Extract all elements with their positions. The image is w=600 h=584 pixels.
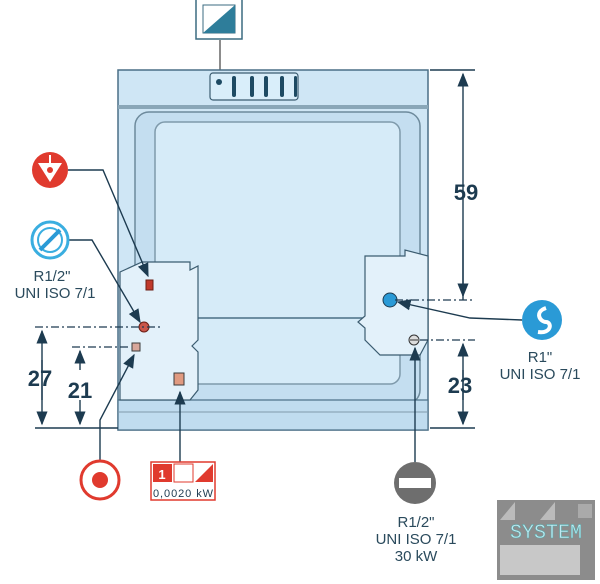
right-connection-panel <box>357 249 429 356</box>
control-panel-icon <box>195 0 243 80</box>
dimension-59: 59 <box>454 180 478 205</box>
right-inlet-thread: R1" <box>528 349 553 366</box>
dimension-27: 27 <box>28 366 52 391</box>
electrical-icon: 1 0,0020 kW <box>150 461 216 501</box>
gas-thread: R1/2" <box>397 514 434 531</box>
svg-text:SYSTEM: SYSTEM <box>510 522 582 545</box>
electrical-power: 0,0020 kW <box>153 488 214 500</box>
water-inlet-icon <box>30 220 70 260</box>
gas-power: 30 kW <box>395 548 438 565</box>
left-inlet-standard: UNI ISO 7/1 <box>15 285 96 302</box>
drain-icon <box>32 152 68 188</box>
water-supply-icon <box>522 300 562 340</box>
left-connection-panel <box>119 261 199 401</box>
gas-standard: UNI ISO 7/1 <box>376 531 457 548</box>
phase-count: 1 <box>158 467 165 482</box>
right-inlet-standard: UNI ISO 7/1 <box>500 366 581 383</box>
equipotential-icon <box>79 459 121 501</box>
left-inlet-thread: R1/2" <box>33 268 70 285</box>
gas-icon <box>394 462 436 504</box>
dimension-21: 21 <box>68 378 92 403</box>
dimension-23: 23 <box>448 373 472 398</box>
system-logo: SYSTEM <box>497 500 595 580</box>
